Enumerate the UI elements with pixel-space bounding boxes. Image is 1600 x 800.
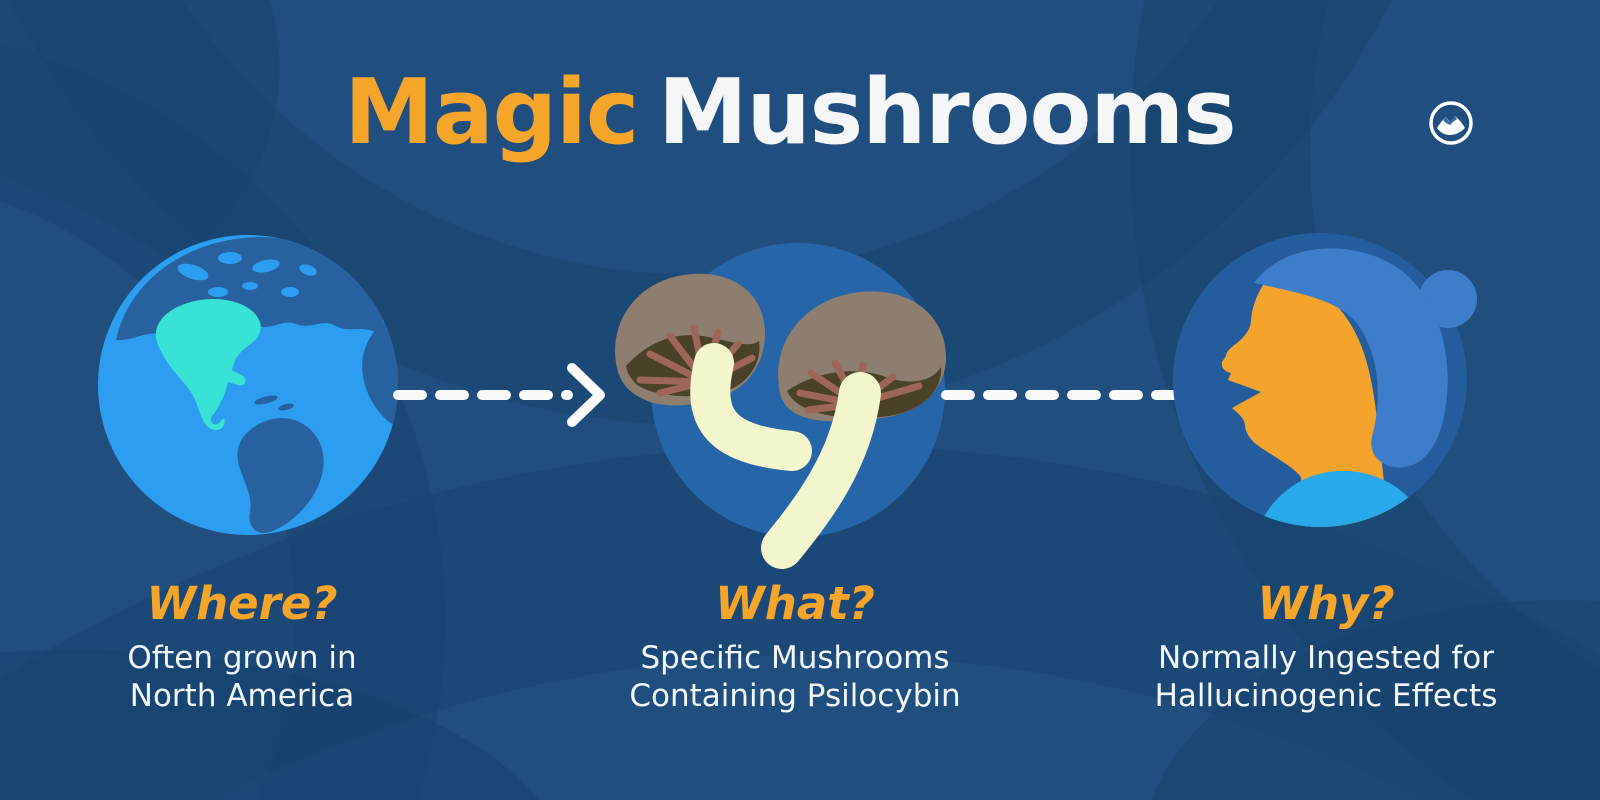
mountain-icon <box>1437 116 1465 135</box>
flow-arrow-1 <box>393 363 605 427</box>
column-body: Specific Mushrooms Containing Psilocybin <box>629 640 961 714</box>
globe-illustration <box>98 235 398 535</box>
arrowhead-icon <box>567 363 605 427</box>
mountain-ridge-icon <box>1443 116 1457 125</box>
land-south-america <box>237 418 324 533</box>
land-africa-europe <box>362 308 398 434</box>
title-accent-word: Magic <box>344 60 639 165</box>
mushroom-right <box>761 291 947 569</box>
mushroom-stem <box>761 372 881 569</box>
brand-logo <box>1429 101 1473 145</box>
mushroom-stem <box>690 343 812 471</box>
caribbean-islands <box>254 395 294 411</box>
face-profile <box>1221 267 1390 527</box>
arctic-waterways <box>177 252 317 297</box>
shirt-shoulders <box>1248 470 1432 527</box>
title-rest-word: Mushrooms <box>658 60 1237 165</box>
column-body: Often grown in North America <box>127 640 357 714</box>
column-body: Normally Ingested for Hallucinogenic Eff… <box>1154 640 1498 714</box>
hair <box>1254 248 1448 468</box>
mushrooms-illustration <box>615 243 947 569</box>
column-heading: Where? <box>146 577 338 630</box>
mushroom-left <box>615 273 812 471</box>
person-illustration <box>1173 233 1477 527</box>
logo-circle <box>1429 101 1473 145</box>
column-heading: Why? <box>1257 577 1395 630</box>
column-heading: What? <box>715 577 875 630</box>
land-north-america-highlight <box>155 298 261 431</box>
